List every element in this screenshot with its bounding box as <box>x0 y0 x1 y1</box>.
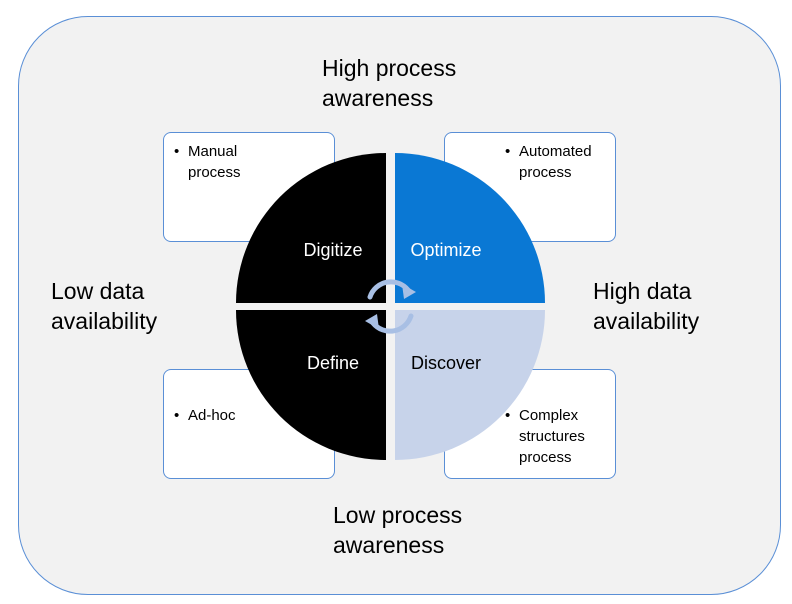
card-bottom-left-bullet: • Ad-hoc <box>174 405 236 426</box>
bullet-dot-icon: • <box>174 143 180 160</box>
axis-label-right: High data availability <box>593 276 699 336</box>
axis-label-right-line1: High data <box>593 278 692 304</box>
card-bottom-right-line2: structures <box>519 428 585 445</box>
bullet-dot-icon: • <box>505 143 511 160</box>
card-top-left-line1: Manual <box>188 143 238 160</box>
axis-label-bottom: Low process awareness <box>333 500 462 560</box>
diagram-frame <box>18 16 781 595</box>
quadrant-digitize <box>236 153 386 303</box>
card-top-left-line2: process <box>188 164 241 181</box>
axis-label-top-line2: awareness <box>322 85 434 111</box>
card-bottom-left-line1: Ad-hoc <box>188 407 236 424</box>
bullet-dot-icon: • <box>174 407 180 424</box>
axis-label-left-line2: availability <box>51 308 158 334</box>
axis-label-top: High process awareness <box>322 53 456 113</box>
bullet-dot-icon: • <box>505 407 511 424</box>
quadrant-define <box>236 310 386 460</box>
card-bottom-right-bullet: • Complex structures process <box>505 405 585 468</box>
card-top-right-bullet: • Automated process <box>505 141 592 183</box>
card-bottom-right-line3: process <box>519 449 572 466</box>
quadrant-label-digitize: Digitize <box>303 240 362 260</box>
axis-label-top-line1: High process <box>322 55 457 81</box>
card-top-left-bullet: • Manual process <box>174 141 241 183</box>
quadrant-label-optimize: Optimize <box>410 240 481 260</box>
card-bottom-right-line1: Complex <box>519 407 579 424</box>
card-top-right-line2: process <box>519 164 572 181</box>
card-top-right-line1: Automated <box>519 143 592 160</box>
quadrant-label-define: Define <box>307 353 359 373</box>
axis-label-left-line1: Low data <box>51 278 145 304</box>
quadrant-discover <box>395 310 545 460</box>
axis-label-bottom-line1: Low process <box>333 502 463 528</box>
quadrant-optimize <box>395 153 545 303</box>
axis-label-bottom-line2: awareness <box>333 532 445 558</box>
cycle-arrowheads-icon <box>365 284 416 329</box>
quadrant-label-discover: Discover <box>411 353 481 373</box>
axis-label-left: Low data availability <box>51 276 157 336</box>
axis-label-right-line2: availability <box>593 308 700 334</box>
